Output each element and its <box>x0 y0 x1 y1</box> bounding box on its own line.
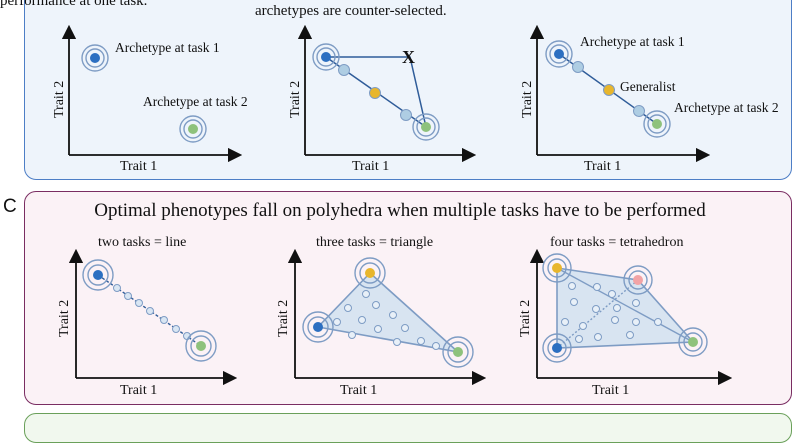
label-archetype-task2-b1: Archetype at task 2 <box>143 94 248 109</box>
intermediate-point <box>400 109 412 121</box>
archetype-blue-c2 <box>302 311 334 343</box>
archetype-green-b3 <box>643 110 671 138</box>
intermediate-point <box>633 105 645 117</box>
x-axis-label: Trait 1 <box>340 383 377 398</box>
x-axis-label: Trait 1 <box>592 383 629 398</box>
plot-b1: Archetype at task 1 Archetype at task 2 … <box>52 24 248 174</box>
intermediate-points <box>561 282 662 343</box>
generalist-point <box>369 87 381 99</box>
panel-b <box>24 0 792 180</box>
tetra-edge <box>556 267 694 343</box>
panel-b-fragment-left: performance at one task. <box>0 0 148 9</box>
plot-b3: Archetype at task 1 Generalist Archetype… <box>520 24 779 174</box>
y-axis-label: Trait 2 <box>52 81 67 118</box>
archetype-green-b2 <box>412 113 440 141</box>
plot-c2: three tasks = triangle <box>276 235 487 398</box>
archetype-green-c3 <box>678 327 708 357</box>
plot-b2: X Trait 1 Trait 2 <box>288 24 477 174</box>
y-axis-label: Trait 2 <box>518 300 533 337</box>
intermediate-point <box>572 61 584 73</box>
label-archetype-task1-b3: Archetype at task 1 <box>580 34 685 49</box>
archetype-yellow-c3 <box>542 253 572 283</box>
generalist-point <box>603 84 615 96</box>
intermediate-points <box>333 290 440 350</box>
archetype-green-b1 <box>179 115 207 143</box>
archetype-blue-b1 <box>81 44 109 72</box>
archetype-pink-c3 <box>623 265 653 295</box>
figure-canvas: Archetype at task 1 Archetype at task 2 … <box>52 24 779 398</box>
caption-two-tasks: two tasks = line <box>98 235 186 250</box>
archetype-blue-c3 <box>542 333 572 363</box>
tetra-hidden-edge <box>556 279 639 349</box>
label-archetype-task1-b1: Archetype at task 1 <box>115 40 220 55</box>
x-axis-label: Trait 1 <box>120 159 157 174</box>
label-archetype-task2-b3: Archetype at task 2 <box>674 100 779 115</box>
y-axis-label: Trait 2 <box>520 81 535 118</box>
x-axis-label: Trait 1 <box>120 383 157 398</box>
archetype-blue-b3 <box>545 40 573 68</box>
panel-b-fragment-mid: archetypes are counter-selected. <box>255 3 447 19</box>
x-axis-label: Trait 1 <box>352 159 389 174</box>
archetype-green-c2 <box>442 336 474 368</box>
panel-c-title: Optimal phenotypes fall on polyhedra whe… <box>94 200 706 221</box>
archetype-yellow-c2 <box>354 257 386 289</box>
intermediate-points <box>113 284 191 340</box>
panel-c-letter: C <box>3 196 17 217</box>
archetype-blue-c1 <box>82 259 114 291</box>
caption-three-tasks: three tasks = triangle <box>316 235 433 250</box>
archetype-blue-b2 <box>312 43 340 71</box>
y-axis-label: Trait 2 <box>276 300 291 337</box>
triangle-front <box>316 271 461 354</box>
suboptimal-marker: X <box>402 47 415 67</box>
caption-four-tasks: four tasks = tetrahedron <box>550 235 683 250</box>
label-generalist: Generalist <box>620 79 676 94</box>
intermediate-point <box>338 64 350 76</box>
plot-c1: two tasks = line Trait 1 Trait 2 <box>57 235 238 398</box>
y-axis-label: Trait 2 <box>57 300 72 337</box>
archetype-green-c1 <box>185 330 217 362</box>
panel-c <box>24 191 792 405</box>
plot-c3: four tasks = tetrahedron <box>518 235 733 398</box>
y-axis-label: Trait 2 <box>288 81 303 118</box>
x-axis-label: Trait 1 <box>584 159 621 174</box>
